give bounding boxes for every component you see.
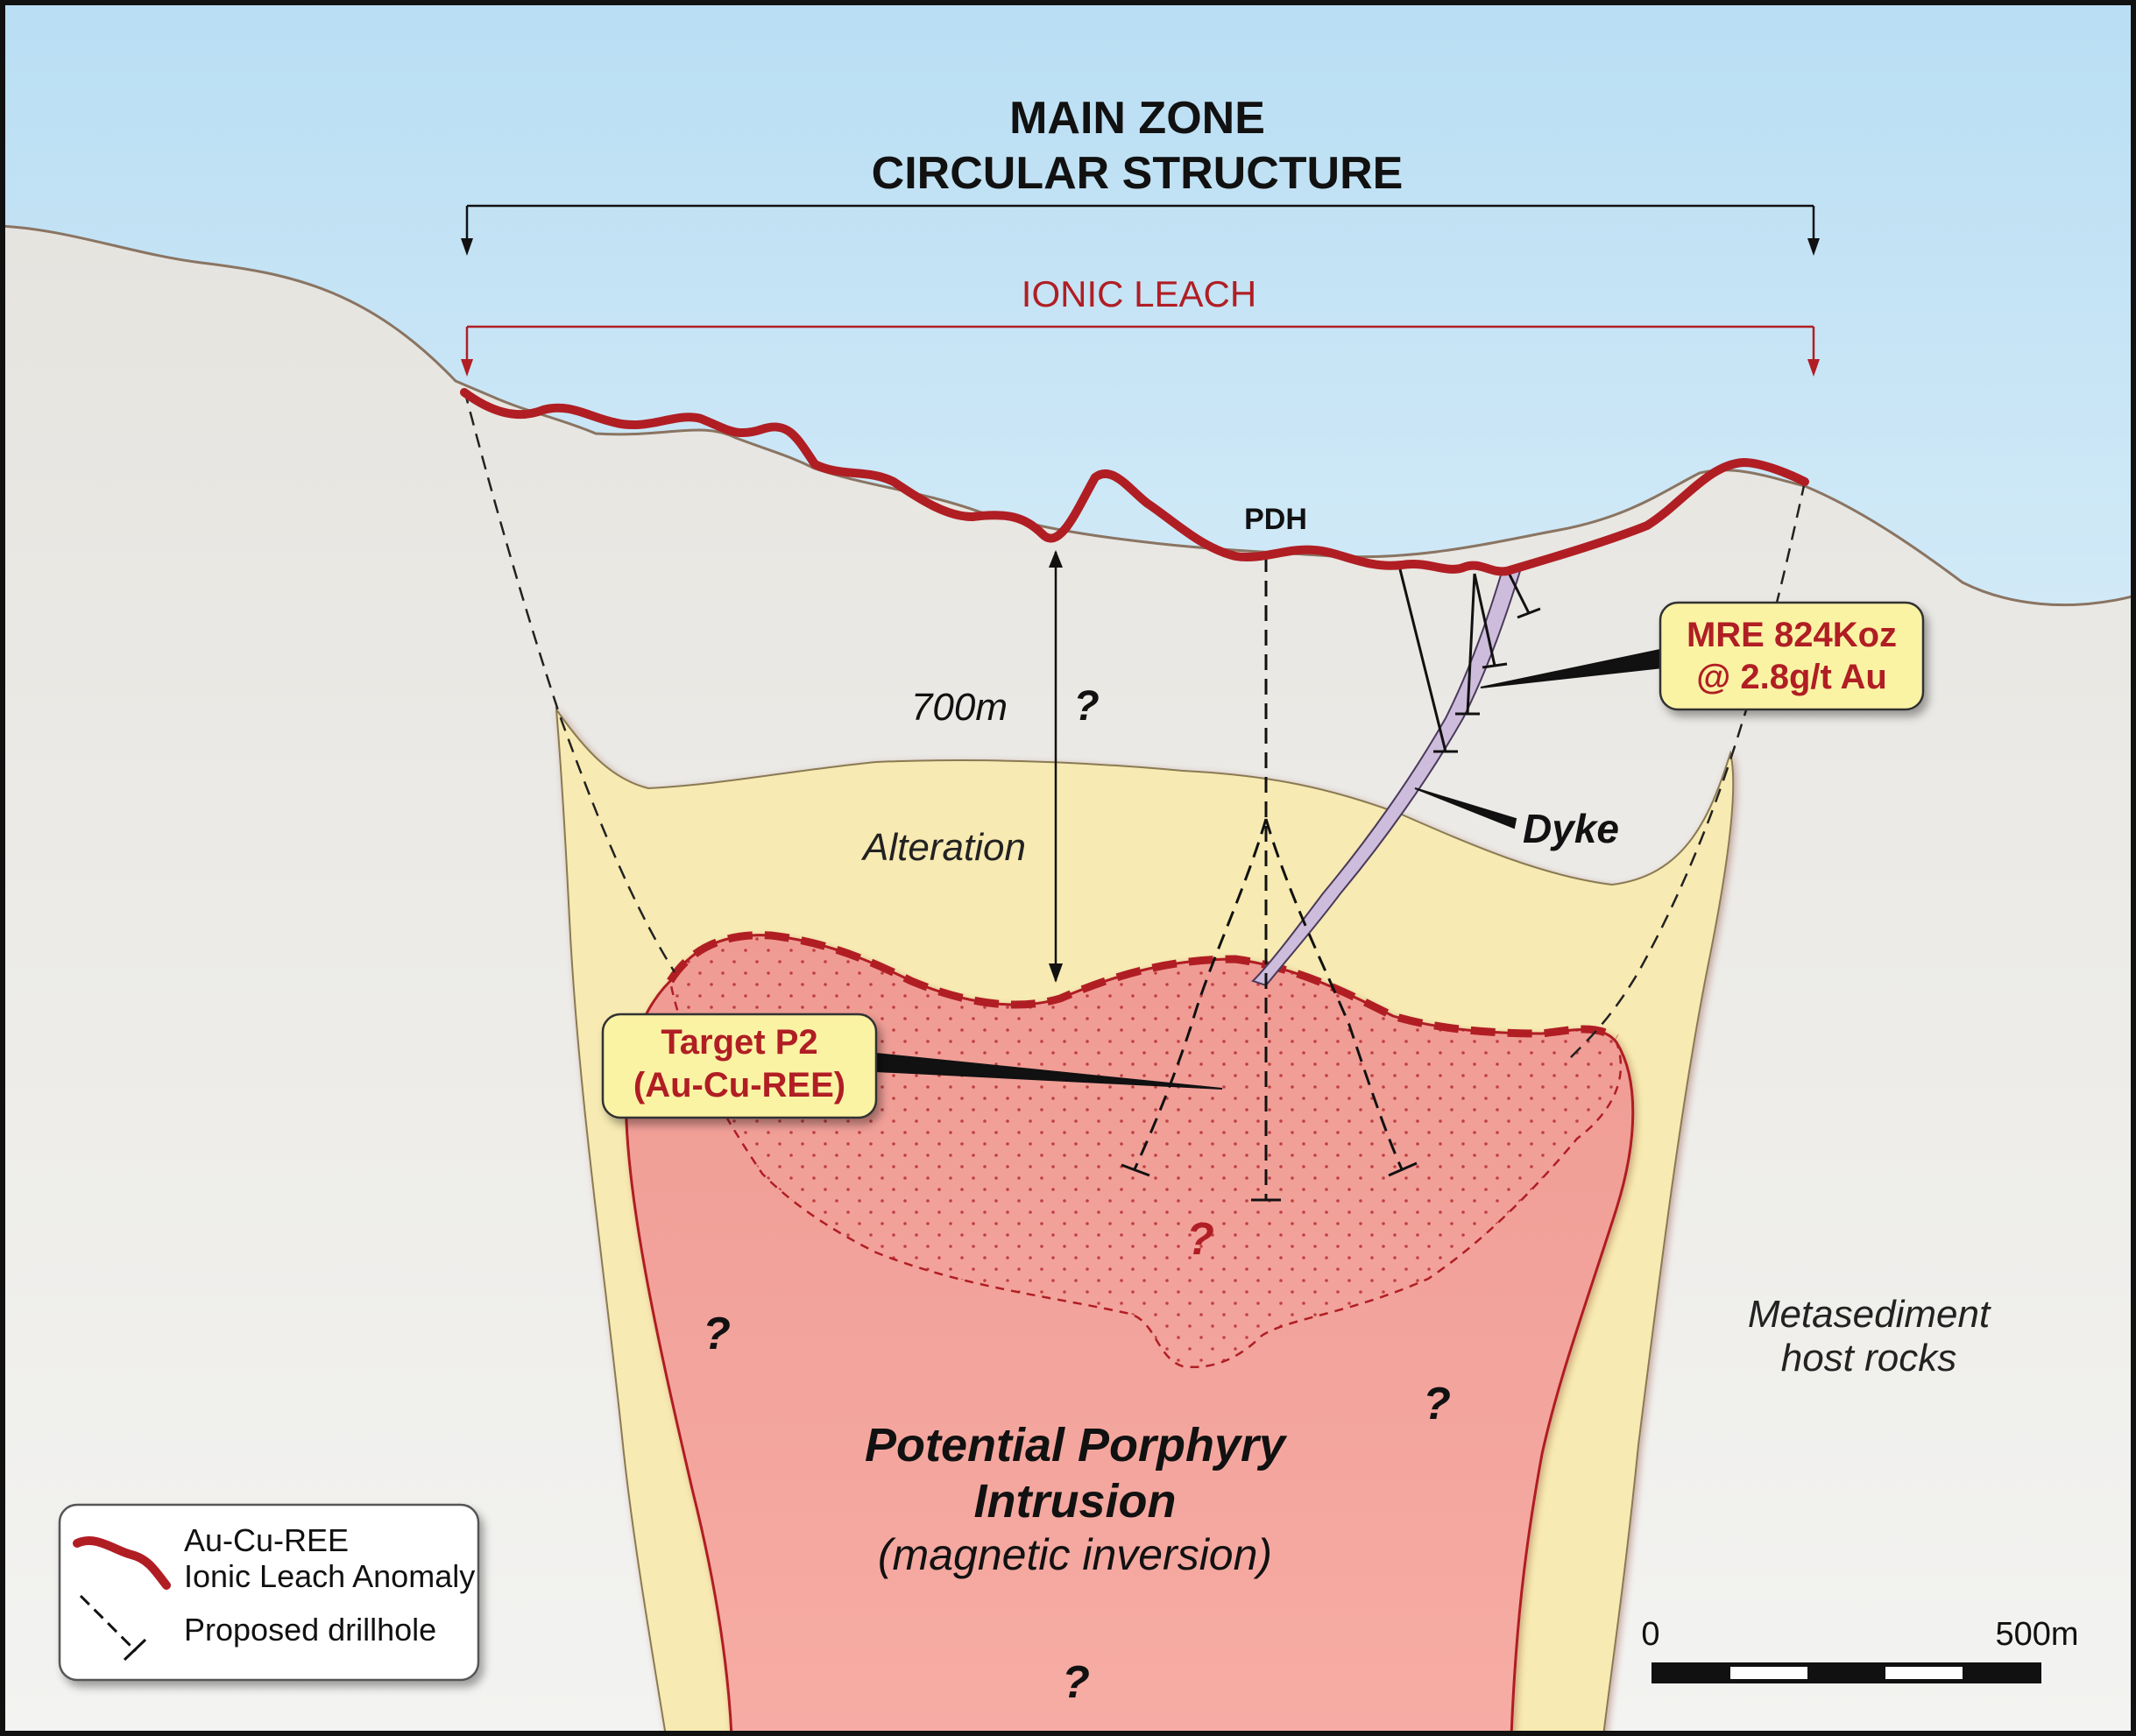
- main-zone-extent-arrow: [461, 204, 1820, 256]
- legend-anomaly-line-1: Au-Cu-REE: [184, 1522, 349, 1558]
- legend-drillhole-label: Proposed drillhole: [184, 1612, 436, 1648]
- mre-callout-line-2: @ 2.8g/t Au: [1696, 658, 1887, 696]
- existing-drillholes: [1398, 568, 1541, 753]
- intrusion-question-mark-bottom: ?: [1062, 1657, 1090, 1708]
- scale-bar-end: 500m: [1995, 1616, 2078, 1653]
- dyke-label: Dyke: [1523, 806, 1619, 851]
- mre-callout-line-1: MRE 824Koz: [1687, 616, 1897, 654]
- intrusion-label-line-2: Intrusion: [974, 1475, 1177, 1528]
- target-top-boundary: [667, 931, 1619, 1041]
- title-line-2: CIRCULAR STRUCTURE: [872, 148, 1404, 199]
- mre-callout: MRE 824Koz @ 2.8g/t Au: [1659, 601, 1925, 711]
- scale-bar: 0 500m: [1641, 1616, 2079, 1683]
- intrusion-question-mark-left: ?: [703, 1309, 731, 1359]
- ionic-leach-anomaly: [460, 388, 1809, 576]
- pdh-drillholes: [1121, 556, 1418, 1202]
- intrusion-question-mark-right: ?: [1423, 1379, 1451, 1429]
- target-question-mark: ?: [1186, 1214, 1214, 1265]
- target-callout-line-1: Target P2: [661, 1023, 817, 1062]
- title-line-1: MAIN ZONE: [1009, 93, 1265, 144]
- intrusion-label-line-1: Potential Porphyry: [865, 1419, 1288, 1471]
- depth-arrow: [1049, 550, 1063, 983]
- scale-bar-start: 0: [1641, 1616, 1659, 1653]
- alteration-label: Alteration: [860, 826, 1026, 869]
- legend-drillhole-swatch: [79, 1594, 138, 1653]
- structure-boundary-left: [463, 389, 676, 973]
- depth-question-mark: ?: [1073, 683, 1099, 730]
- legend-anomaly-line-2: Ionic Leach Anomaly: [184, 1558, 475, 1594]
- target-callout: Target P2 (Au-Cu-REE): [601, 1013, 878, 1119]
- target-zone-dotted: [668, 934, 1623, 1369]
- host-rocks-label-line-2: host rocks: [1781, 1337, 1957, 1380]
- legend: Au-Cu-REE Ionic Leach Anomaly Proposed d…: [58, 1503, 480, 1682]
- ionic-leach-label: IONIC LEACH: [1022, 273, 1256, 314]
- target-callout-line-2: (Au-Cu-REE): [633, 1066, 845, 1104]
- legend-anomaly-swatch: [73, 1536, 171, 1590]
- legend-drillhole-end: [123, 1638, 147, 1662]
- structure-boundary-right: [1567, 481, 1807, 1061]
- dyke-leader: [1414, 787, 1517, 829]
- host-rocks-label-line-1: Metasediment: [1748, 1293, 1991, 1336]
- depth-label: 700m: [911, 686, 1008, 729]
- intrusion-label-line-3: (magnetic inversion): [878, 1530, 1272, 1579]
- ionic-leach-extent-arrow: [461, 325, 1820, 377]
- pdh-label: PDH: [1244, 503, 1307, 536]
